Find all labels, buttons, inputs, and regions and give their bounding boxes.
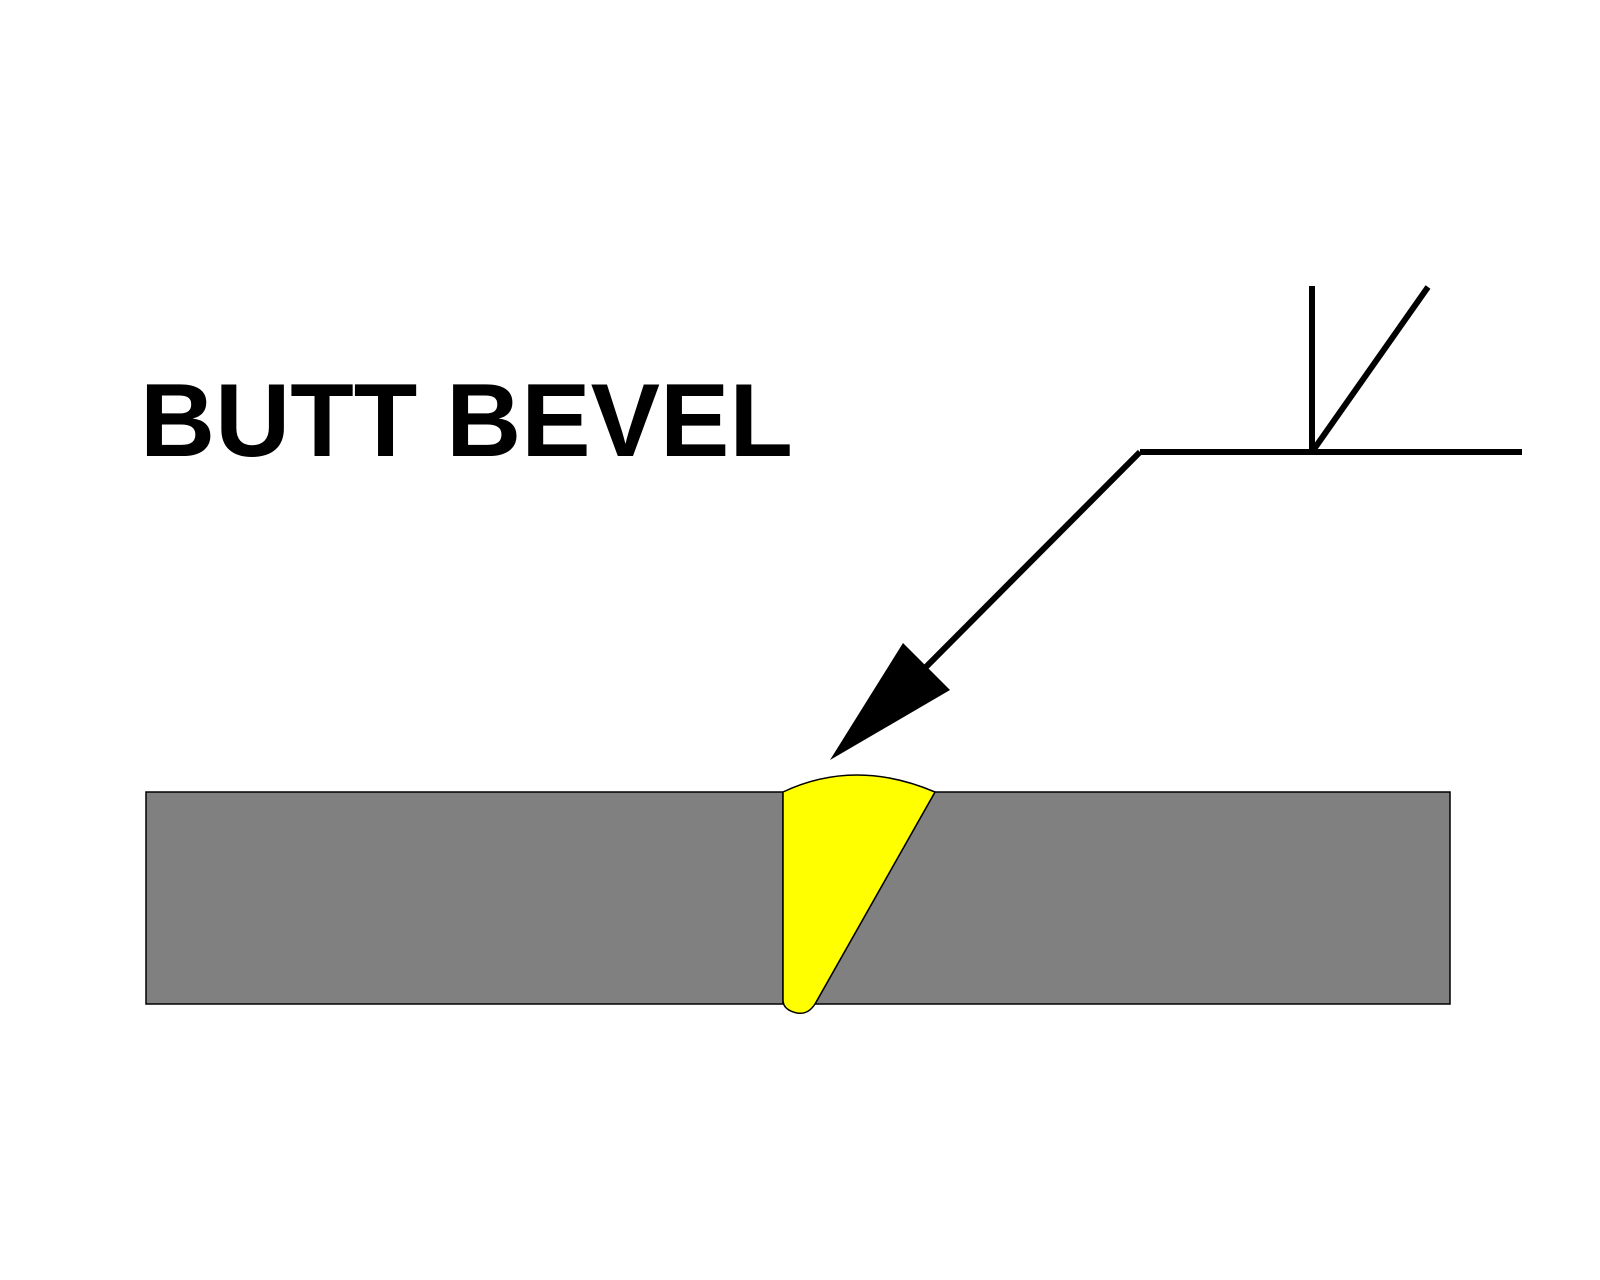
arrow-leader-line [915, 449, 1143, 678]
arrowhead [830, 643, 950, 760]
bevel-symbol-angled-leg [1309, 285, 1431, 454]
weld-bead [782, 774, 937, 1015]
left-plate [145, 791, 784, 1005]
diagram-title: BUTT BEVEL [140, 363, 793, 479]
